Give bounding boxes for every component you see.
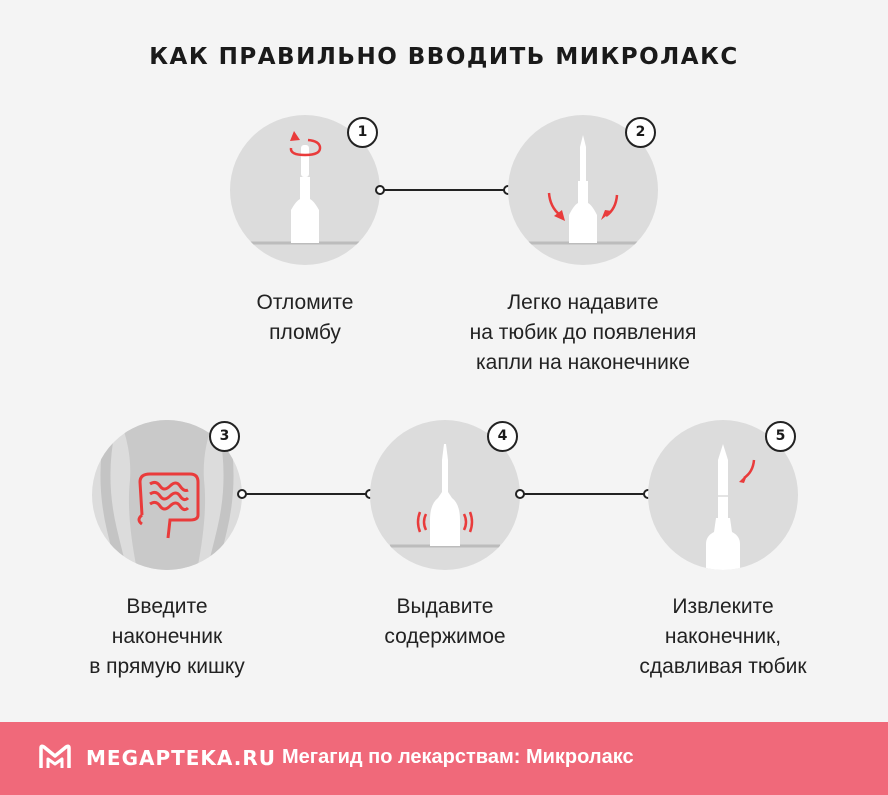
step-4-badge: 4 [487,421,518,452]
footer-banner: MEGAPTEKA.RU Мегагид по лекарствам: Микр… [0,722,888,795]
step-5-illustration [648,420,798,570]
caption-line: содержимое [384,625,506,648]
squeeze-arrow-right-icon [601,194,619,220]
caption-line: Отломите [256,291,354,314]
caption-line: пломбу [269,321,341,344]
connector-line [242,493,370,495]
caption-line: наконечник, [664,625,782,648]
caption-line: Введите [126,595,208,618]
page-title: КАК ПРАВИЛЬНО ВВОДИТЬ МИКРОЛАКС [149,44,739,70]
step-1-caption: Отломите пломбу [190,288,420,348]
step-5-caption: Извлеките наконечник, сдавливая тюбик [593,592,853,682]
caption-line: Легко надавите [507,291,659,314]
caption-line: капли на наконечнике [476,351,690,374]
step-3-caption: Введите наконечник в прямую кишку [42,592,292,682]
caption-line: сдавливая тюбик [639,655,807,678]
step-5-badge: 5 [765,421,796,452]
intestine-icon [137,472,200,539]
pull-arrow-icon [739,459,756,483]
connector-dot [515,489,525,499]
connector-dot [237,489,247,499]
step-1-badge: 1 [347,117,378,148]
brand-name: MEGAPTEKA.RU [86,746,277,770]
step-2-caption: Легко надавите на тюбик до появления кап… [423,288,743,378]
rotate-arrow-icon [289,131,322,157]
caption-line: наконечник [111,625,223,648]
connector-dot [375,185,385,195]
megapteka-logo-icon [38,743,72,771]
caption-line: на тюбик до появления [469,321,697,344]
squeeze-arrow-left-icon [547,192,565,221]
step-3-badge: 3 [209,421,240,452]
connector-line [520,493,648,495]
connector-line [380,189,508,191]
step-2-badge: 2 [625,117,656,148]
caption-line: Извлеките [672,595,774,618]
footer-tagline: Мегагид по лекарствам: Микролакс [282,746,634,768]
squeeze-lines-icon [416,511,474,533]
step-4-caption: Выдавите содержимое [330,592,560,652]
caption-line: в прямую кишку [89,655,245,678]
caption-line: Выдавите [396,595,494,618]
